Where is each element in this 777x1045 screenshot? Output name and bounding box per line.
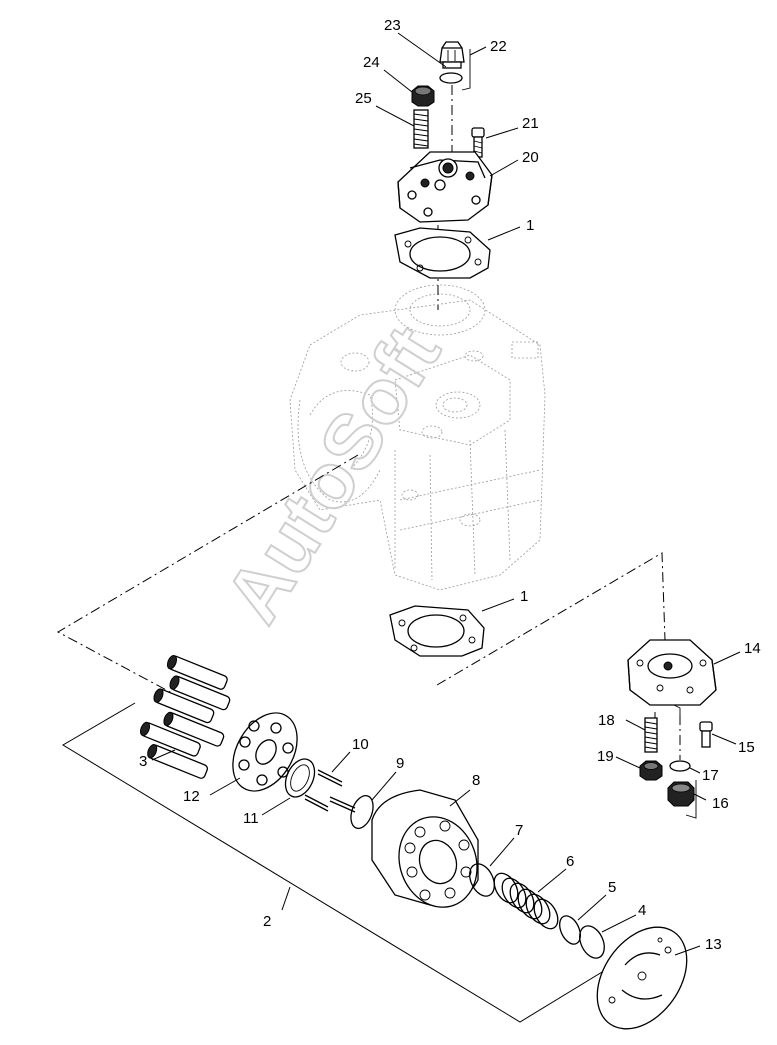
callout-23: 23 [384,17,401,34]
callout-labels: 23 22 24 25 21 20 1 1 14 18 15 19 17 16 … [139,17,761,953]
callout-1-upper: 1 [526,217,534,234]
stud-18 [644,717,658,753]
callout-6: 6 [566,853,574,870]
callout-17: 17 [702,767,719,784]
valve-plate-13 [596,926,688,1030]
callout-16: 16 [712,795,729,812]
stud-25 [413,109,429,149]
plug-16 [667,781,695,807]
cover-14 [627,639,717,706]
pistons-3 [139,655,231,779]
callout-24: 24 [363,54,380,71]
callout-11: 11 [243,810,259,827]
o-ring-23 [439,72,463,84]
callout-4: 4 [638,902,646,919]
callout-15: 15 [738,739,755,756]
cover-20 [397,151,493,223]
ring-9 [350,795,374,829]
watermark: AutoSoft [208,311,457,637]
cylinder-block-8 [371,789,479,908]
screw-21 [471,127,485,158]
gasket-1-lower [389,605,485,657]
bushing-11 [284,758,316,798]
nut-24 [411,85,435,107]
nut-19 [639,760,663,781]
callout-5: 5 [608,879,616,896]
callout-8: 8 [472,772,480,789]
leader-lines [151,32,741,956]
gasket-1-upper [394,227,491,279]
callout-13: 13 [705,936,722,953]
spring-6 [493,872,559,930]
ring-4 [579,925,605,959]
callout-12: 12 [183,788,200,805]
callout-25: 25 [355,90,372,107]
pump-housing-phantom [289,284,546,591]
callout-22: 22 [490,38,507,55]
callout-1-lower: 1 [520,588,528,605]
pins-10 [304,769,356,813]
rotating-group-bracket [62,702,631,1023]
plug-22 [439,41,465,69]
screw-15 [699,721,713,748]
callout-3: 3 [139,753,147,770]
retainer-plate-12 [232,712,298,792]
washer-7 [469,863,495,897]
callout-21: 21 [522,115,539,132]
o-ring-17 [669,760,691,772]
callout-20: 20 [522,149,539,166]
callout-18: 18 [598,712,615,729]
callout-2: 2 [263,913,271,930]
washer-5 [559,915,581,945]
callout-10: 10 [352,736,369,753]
callout-7: 7 [515,822,523,839]
callout-9: 9 [396,755,404,772]
callout-19: 19 [597,748,614,765]
callout-14: 14 [744,640,761,657]
